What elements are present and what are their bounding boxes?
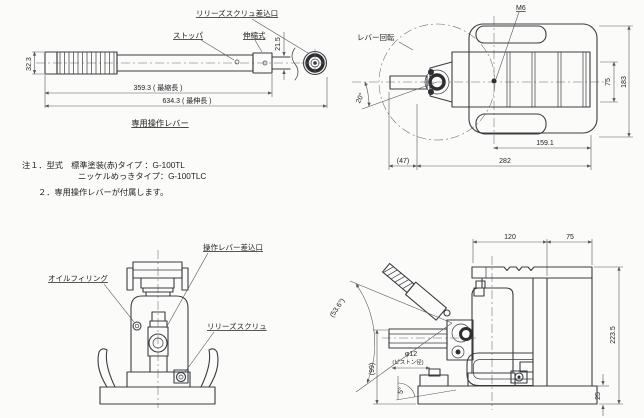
note1-line2: ニッケルめっきタイプ：G-100TLC <box>78 172 206 181</box>
dimension-base-slope: 5° <box>395 376 457 401</box>
lever-socket <box>424 69 450 95</box>
m6-label: M6 <box>516 5 526 12</box>
release-port-leader <box>251 18 309 54</box>
lever-port-label: 操作レバー差込口 <box>203 242 263 252</box>
dimension-length-chain: (47) 282 <box>388 92 591 170</box>
release-screw-label: リリーズスクリュ <box>207 321 267 331</box>
dimension-extended: 634.3 ( 最伸長 ) <box>44 77 328 108</box>
front-view-body <box>99 261 216 405</box>
lever-end-view <box>301 49 329 77</box>
top-view-ribs <box>506 52 587 107</box>
dimension-rod-dia: 21.5 <box>275 32 286 80</box>
side-view-lever <box>382 262 447 321</box>
dimension-claw-offset: 120 75 <box>472 234 593 276</box>
dim-claw-length-label: 159.1 <box>536 140 554 147</box>
oil-filling-leader <box>103 283 135 323</box>
dimension-overall-height: 223.5 <box>594 266 623 405</box>
release-screw-leader <box>184 331 215 373</box>
dim-body-width-label: 75 <box>605 78 612 86</box>
lever-view: 32.3 21.5 359.3 ( 最縮長 ) 634.3 ( 最伸長 ) リリ… <box>26 8 329 128</box>
lever-view-caption: 専用操作レバー <box>131 118 188 128</box>
lever-rotation-label: レバー回転 <box>357 33 395 42</box>
note2: ２．専用操作レバーが付属します。 <box>38 187 168 197</box>
dimension-overall-width: 183 <box>599 25 633 138</box>
dim-grip-dia-label: 32.3 <box>26 57 33 71</box>
dimension-lever-height: (99) <box>369 329 416 405</box>
carry-handles-front <box>97 348 219 388</box>
dimension-grip-dia: 32.3 <box>26 51 44 75</box>
release-screw-port-label: リリーズスクリュ差込口 <box>196 8 278 18</box>
dimension-body-width: 75 <box>600 61 618 103</box>
dim-extended-label: 634.3 ( 最伸長 ) <box>162 96 211 105</box>
dimension-rotation-angle: 20° <box>354 81 438 110</box>
note1-line1: 注１．型式 標準塗装(赤)タイプ ：G-100TL <box>22 160 185 170</box>
dim-overall-height-label: 223.5 <box>610 326 617 344</box>
dimension-retracted: 359.3 ( 最縮長 ) <box>44 74 273 108</box>
stopper-leader <box>200 39 235 61</box>
dimension-piston-dia: φ12 (ピストン径) <box>391 351 430 370</box>
dim-retracted-label: 359.3 ( 最縮長 ) <box>133 83 182 92</box>
dim-piston-dia-label: φ12 <box>405 351 417 358</box>
dim-claw-offset-label: 120 <box>504 234 516 241</box>
dim-rod-dia-label: 21.5 <box>275 37 282 51</box>
oil-plug <box>132 321 142 331</box>
dimension-claw-length: 159.1 <box>493 135 592 170</box>
side-view-pump <box>388 319 528 387</box>
dim-base-slope-label: 5° <box>397 386 406 394</box>
dim-overall-length-label: 282 <box>499 158 511 165</box>
front-view-pump <box>147 311 169 373</box>
dimension-base-height: 25 <box>595 374 609 416</box>
oil-filling-label: オイルフィリング <box>48 273 108 283</box>
telescopic-leader <box>254 39 263 53</box>
lever-pivot-bolt <box>443 309 451 317</box>
stopper-pin <box>234 59 240 65</box>
m6-bolt <box>491 78 497 84</box>
stopper-label: ストッパ <box>173 31 203 40</box>
telescopic-label: 伸縮式 <box>243 30 266 40</box>
notes-block: 注１．型式 標準塗装(赤)タイプ ：G-100TL ニッケルめっきタイプ：G-1… <box>22 160 206 197</box>
sleeve-pin <box>262 60 268 66</box>
dim-lever-height-label: (99) <box>369 363 376 375</box>
side-view: 120 75 223.5 25 (99) φ12 (ピストン径) <box>328 234 623 416</box>
grip-ribs <box>59 52 115 74</box>
lever-rotation-leader <box>398 41 414 51</box>
side-view-body <box>417 266 598 405</box>
front-view: オイルフィリング 操作レバー差込口 リリーズスクリュ <box>48 242 267 408</box>
dim-piston-dia-note: (ピストン径) <box>392 358 423 366</box>
dim-rotation-angle-label: 20° <box>354 91 366 104</box>
m6-leader <box>495 11 520 80</box>
dim-lever-offset-label: (47) <box>397 158 409 165</box>
lever-port-leader <box>165 252 209 329</box>
dim-base-height-label: 25 <box>595 392 602 400</box>
dim-lever-angle-label: (53.6°) <box>328 297 346 319</box>
top-view: M6 レバー回転 20° 75 183 159.1 <box>352 5 633 170</box>
lever-body-outline <box>44 47 299 81</box>
dim-overall-width-label: 183 <box>621 76 628 88</box>
release-screw-front <box>173 369 189 384</box>
dim-body-depth-label: 75 <box>566 234 574 241</box>
